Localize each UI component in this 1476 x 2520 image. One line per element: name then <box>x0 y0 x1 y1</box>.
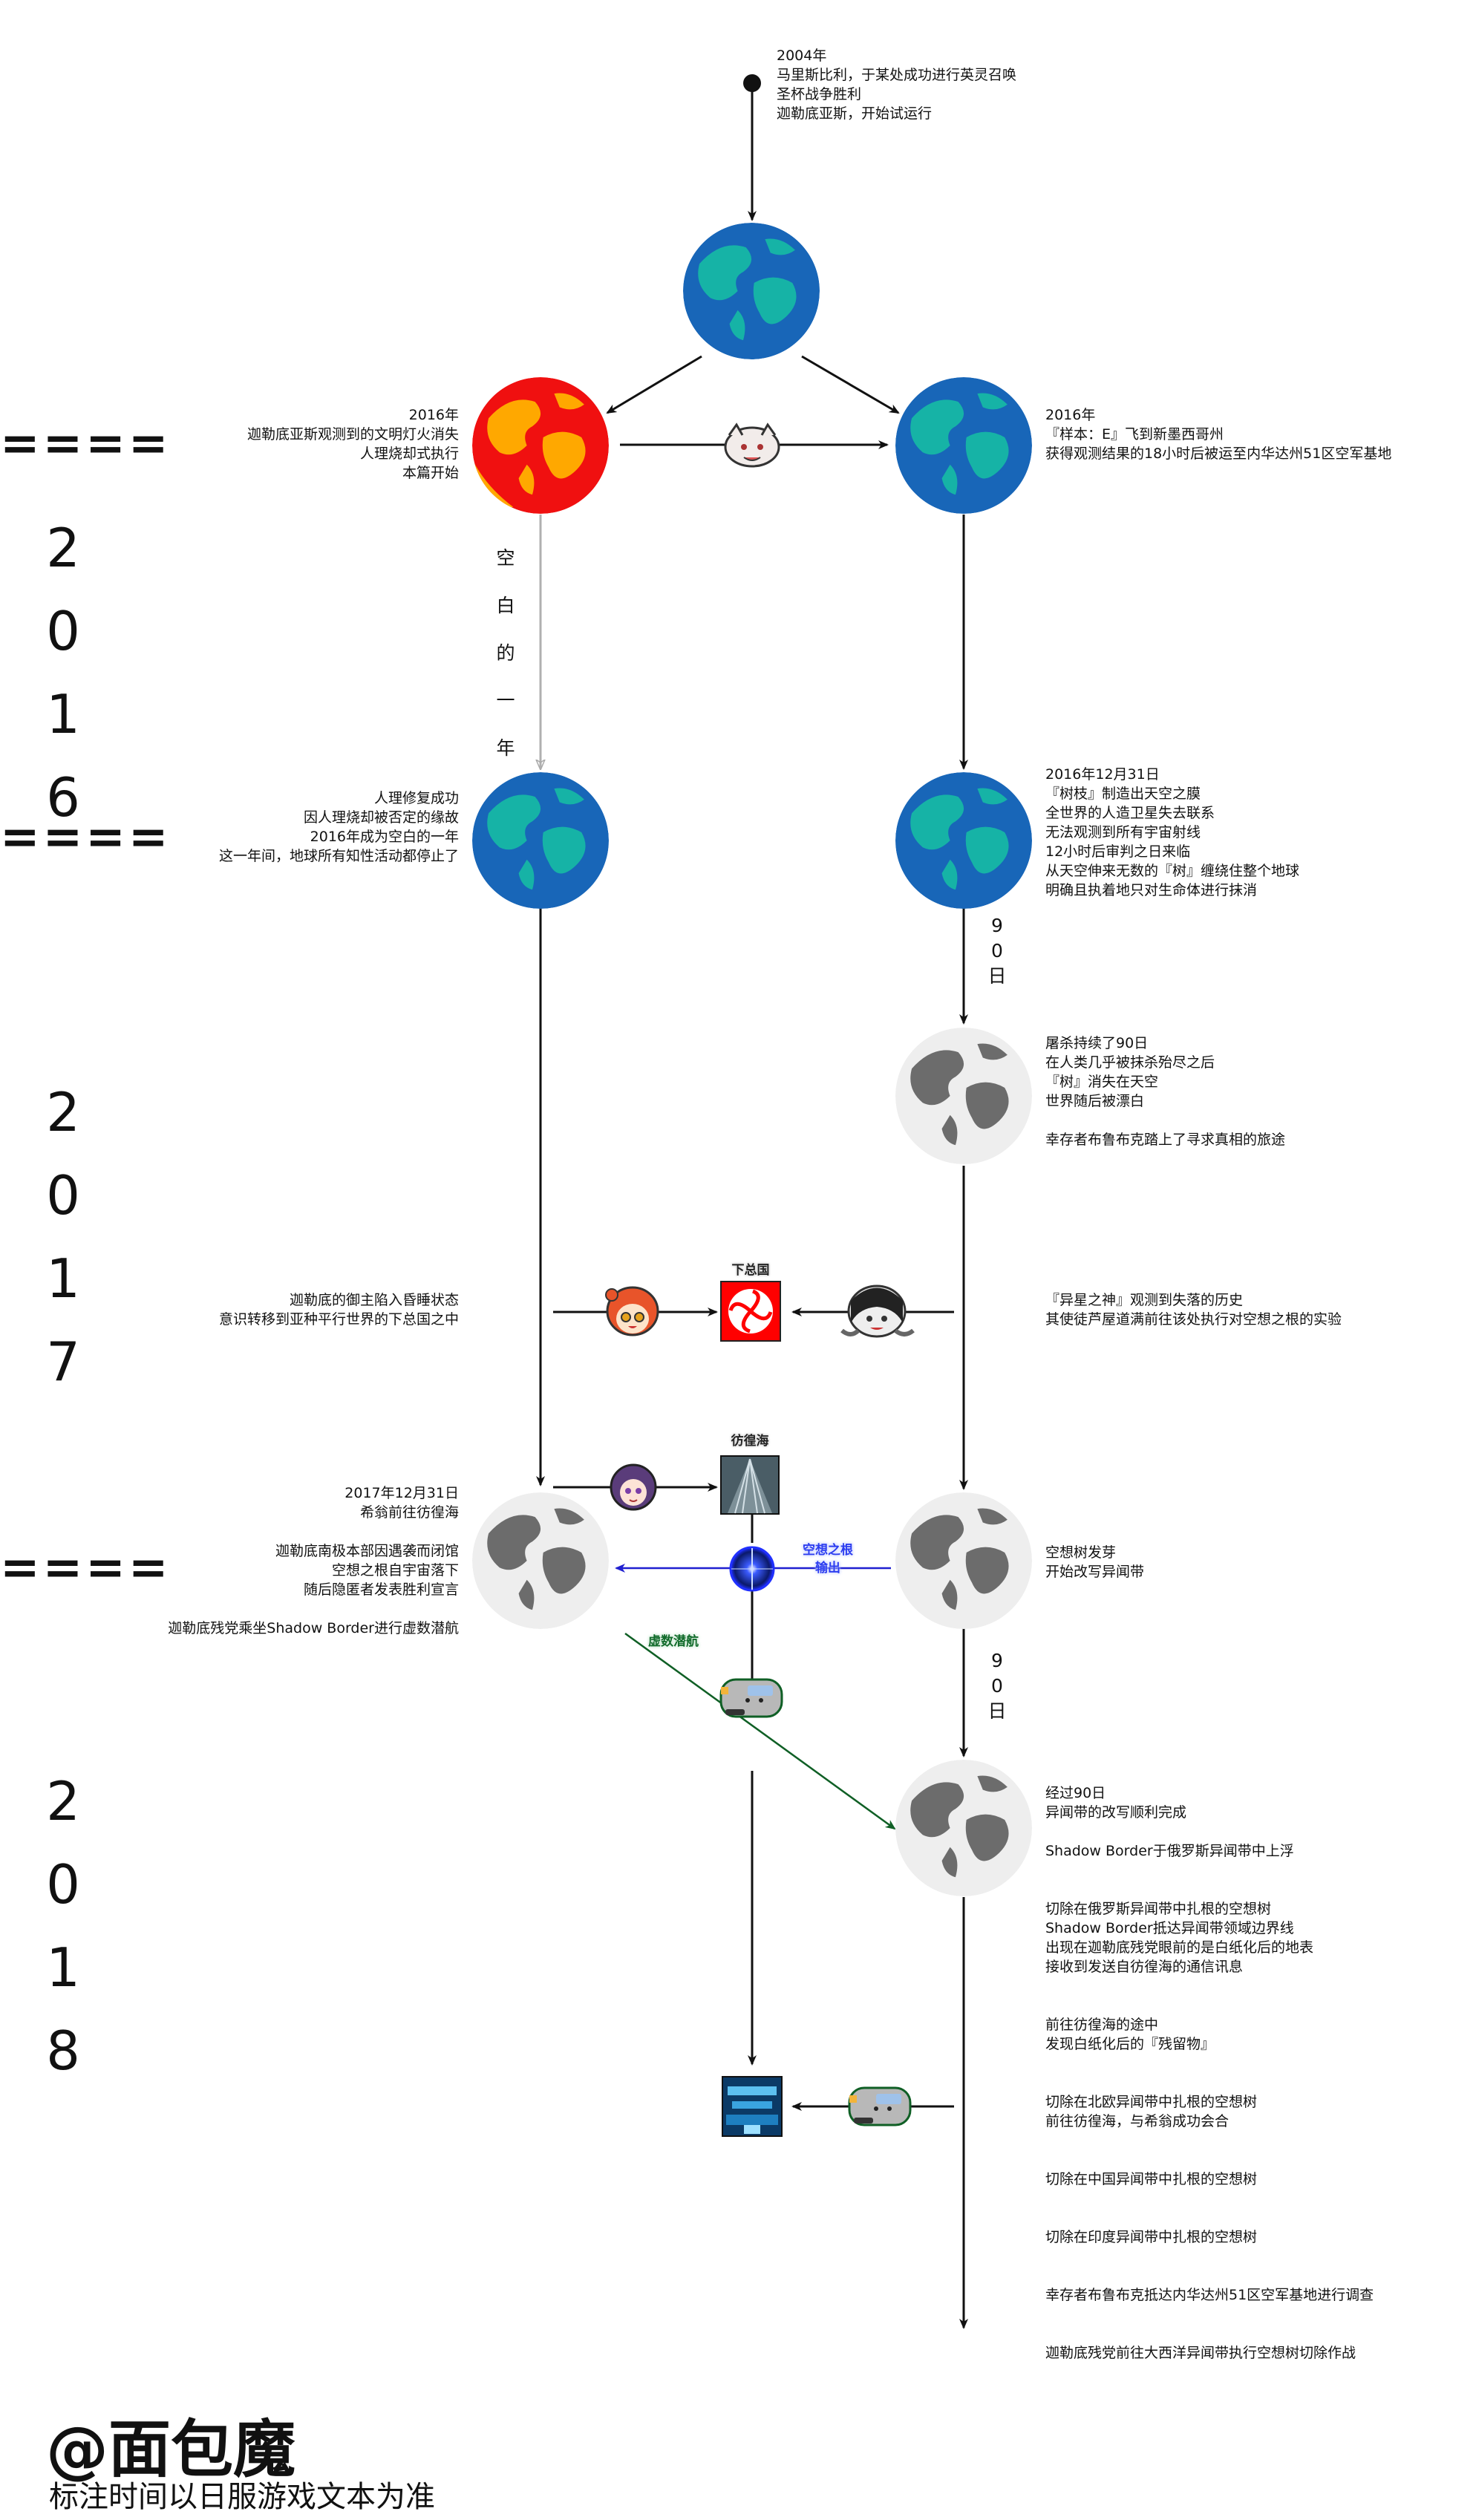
start-dot <box>743 74 761 92</box>
doman-chibi-icon <box>836 1279 918 1345</box>
blue-globe-2016-right <box>895 377 1032 514</box>
white-globe-2018 <box>895 1760 1032 1896</box>
line-imaginary-dive-green <box>624 1632 896 1830</box>
root-of-fantasy-orb-icon <box>729 1546 775 1592</box>
wandering-sea-label: 彷徨海 <box>731 1434 769 1449</box>
event-2016-left: 2016年 迦勒底亚斯观测到的文明灯火消失 人理烧却式执行 本篇开始 <box>246 407 459 481</box>
white-globe-bleached <box>895 1028 1032 1164</box>
separator-2017-end: ==== <box>0 1541 172 1596</box>
year-2016: 2 0 1 6 <box>46 517 80 829</box>
line-globe-to-right <box>801 355 900 414</box>
event-2016-1231: 2016年12月31日 『树枝』制造出天空之膜 全世界的人造卫星失去联系 无法观… <box>1045 766 1300 898</box>
shadow-border-chibi-icon-right <box>846 2085 913 2128</box>
line-globe-to-red <box>606 355 702 414</box>
blue-globe-origin <box>683 223 820 359</box>
event-2016-restore: 人理修复成功 因人理烧却被否定的缘故 2016年成为空白的一年 这一年间，地球所… <box>218 790 459 864</box>
days-90-label-b: 9 0 日 <box>987 1650 1007 1722</box>
event-2004: 2004年 马里斯比利，于某处成功进行英灵召唤 圣杯战争胜利 迦勒底亚斯，开始试… <box>777 48 1017 122</box>
red-fire-globe <box>472 377 609 514</box>
footnote: 标注时间以日服游戏文本为准 <box>49 2480 435 2514</box>
event-bleach: 屠杀持续了90日 在人类几乎被抹杀殆尽之后 『树』消失在天空 世界随后被漂白 幸… <box>1045 1035 1286 1148</box>
shimousa-label: 下总国 <box>731 1263 770 1278</box>
year-2018: 2 0 1 8 <box>46 1770 80 2082</box>
separator-2016-end: ==== <box>0 810 172 865</box>
ocean-tile-icon <box>722 2076 783 2137</box>
event-sleep: 迦勒底的御主陷入昏睡状态 意识转移到亚种平行世界的下总国之中 <box>218 1292 459 1328</box>
event-2018: 经过90日 异闻带的改写顺利完成 Shadow Border于俄罗斯异闻带中上浮… <box>1045 1785 1374 2361</box>
gudako-chibi-icon <box>603 1282 662 1345</box>
shimousa-crest-icon <box>720 1281 781 1342</box>
wandering-sea-tile-icon <box>720 1455 780 1515</box>
imaginary-dive-label: 虚数潜航 <box>648 1634 699 1649</box>
year-2017: 2 0 1 7 <box>46 1081 80 1393</box>
fou-chibi-icon <box>722 420 783 469</box>
white-globe-2017-left <box>472 1492 609 1629</box>
sion-chibi-icon <box>607 1463 659 1512</box>
white-globe-2017-right <box>895 1492 1032 1629</box>
event-2017-1231: 2017年12月31日 希翁前往彷徨海 迦勒底南极本部因遇袭而闭馆 空想之根自宇… <box>168 1485 459 1636</box>
shadow-border-chibi-icon-center <box>718 1677 785 1720</box>
event-foreign-god: 『异星之神』观测到失落的历史 其使徒芦屋道满前往该处执行对空想之根的实验 <box>1045 1292 1342 1328</box>
separator-2016-start: ==== <box>0 417 172 471</box>
blue-globe-1231 <box>895 772 1032 909</box>
blank-year-label: 空 白 的 一 年 <box>496 547 515 759</box>
author-handle: @面包魔 <box>46 2413 296 2486</box>
event-2016-right: 2016年 『样本：E』飞到新墨西哥州 获得观测结果的18小时后被运至内华达州5… <box>1045 407 1392 462</box>
root-output-label: 空想之根 输出 <box>803 1543 853 1576</box>
blue-globe-restored <box>472 772 609 909</box>
event-tree-sprout: 空想树发芽 开始改写异闻带 <box>1045 1544 1145 1580</box>
days-90-label-a: 9 0 日 <box>987 915 1007 987</box>
